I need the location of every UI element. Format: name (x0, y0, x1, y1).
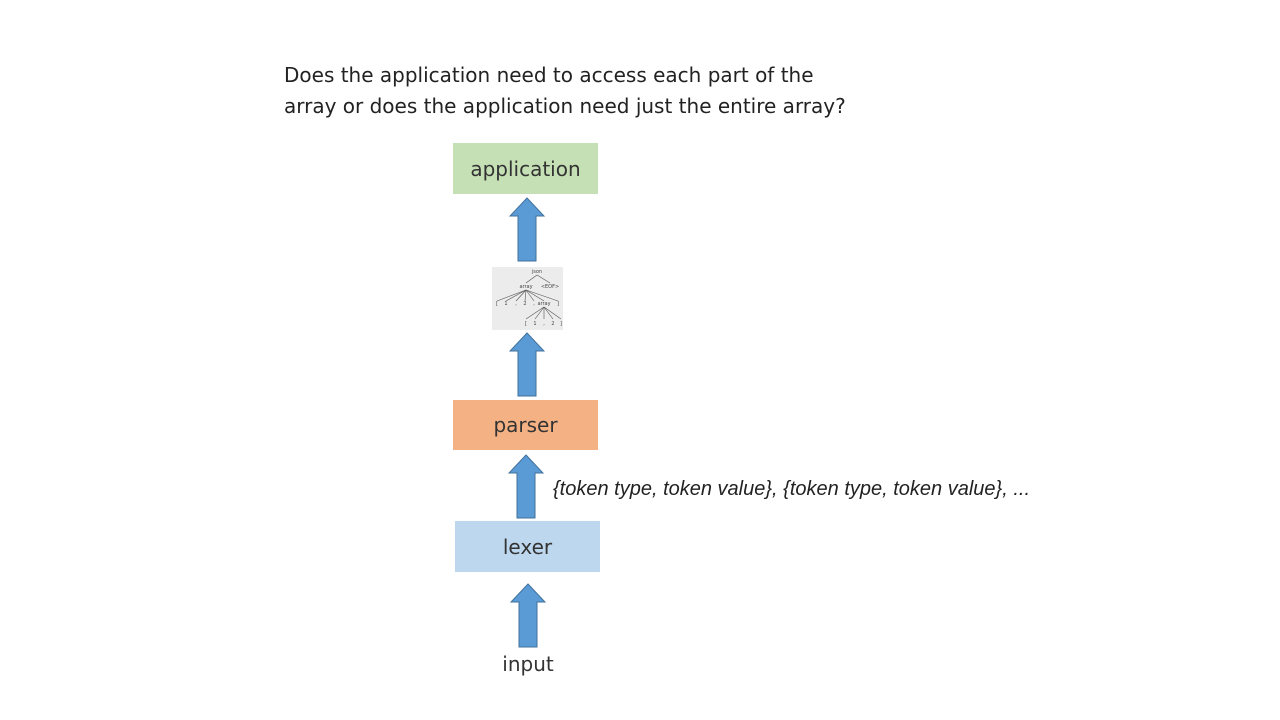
up-arrow-icon (510, 583, 546, 648)
tree-array: array (519, 284, 532, 290)
tree-leaf: 2 (551, 321, 554, 327)
parser-label: parser (493, 413, 558, 437)
tree-leaf: [ (525, 321, 527, 327)
tree-leaf: 1 (533, 321, 536, 327)
question-text: Does the application need to access each… (284, 63, 846, 118)
application-label: application (470, 156, 581, 181)
tree-leaf: array (537, 301, 550, 307)
tree-leaf: 2 (523, 301, 526, 307)
tree-leaf: 1 (504, 301, 507, 307)
tree-leaf: [ (496, 301, 498, 307)
tree-leaf: , (543, 321, 545, 327)
up-arrow-icon (509, 197, 545, 262)
parse-tree-image: json array <EOF> [ 1 , 2 , array ] [ 1 ,… (492, 267, 563, 330)
tree-root: json (531, 269, 542, 275)
lexer-label: lexer (502, 534, 553, 559)
tree-eof: <EOF> (541, 284, 559, 290)
token-stream-label: {token type, token value}, {token type, … (553, 478, 1031, 500)
up-arrow-icon (509, 332, 545, 397)
application-box: application (453, 143, 598, 194)
up-arrow-icon (508, 454, 544, 519)
tree-leaf: ] (557, 301, 559, 307)
input-label: input (502, 652, 554, 676)
tree-leaf: , (533, 301, 535, 307)
parser-box: parser (453, 400, 598, 450)
tree-leaf: ] (560, 321, 562, 327)
tree-leaf: , (515, 301, 517, 307)
lexer-box: lexer (455, 521, 600, 572)
